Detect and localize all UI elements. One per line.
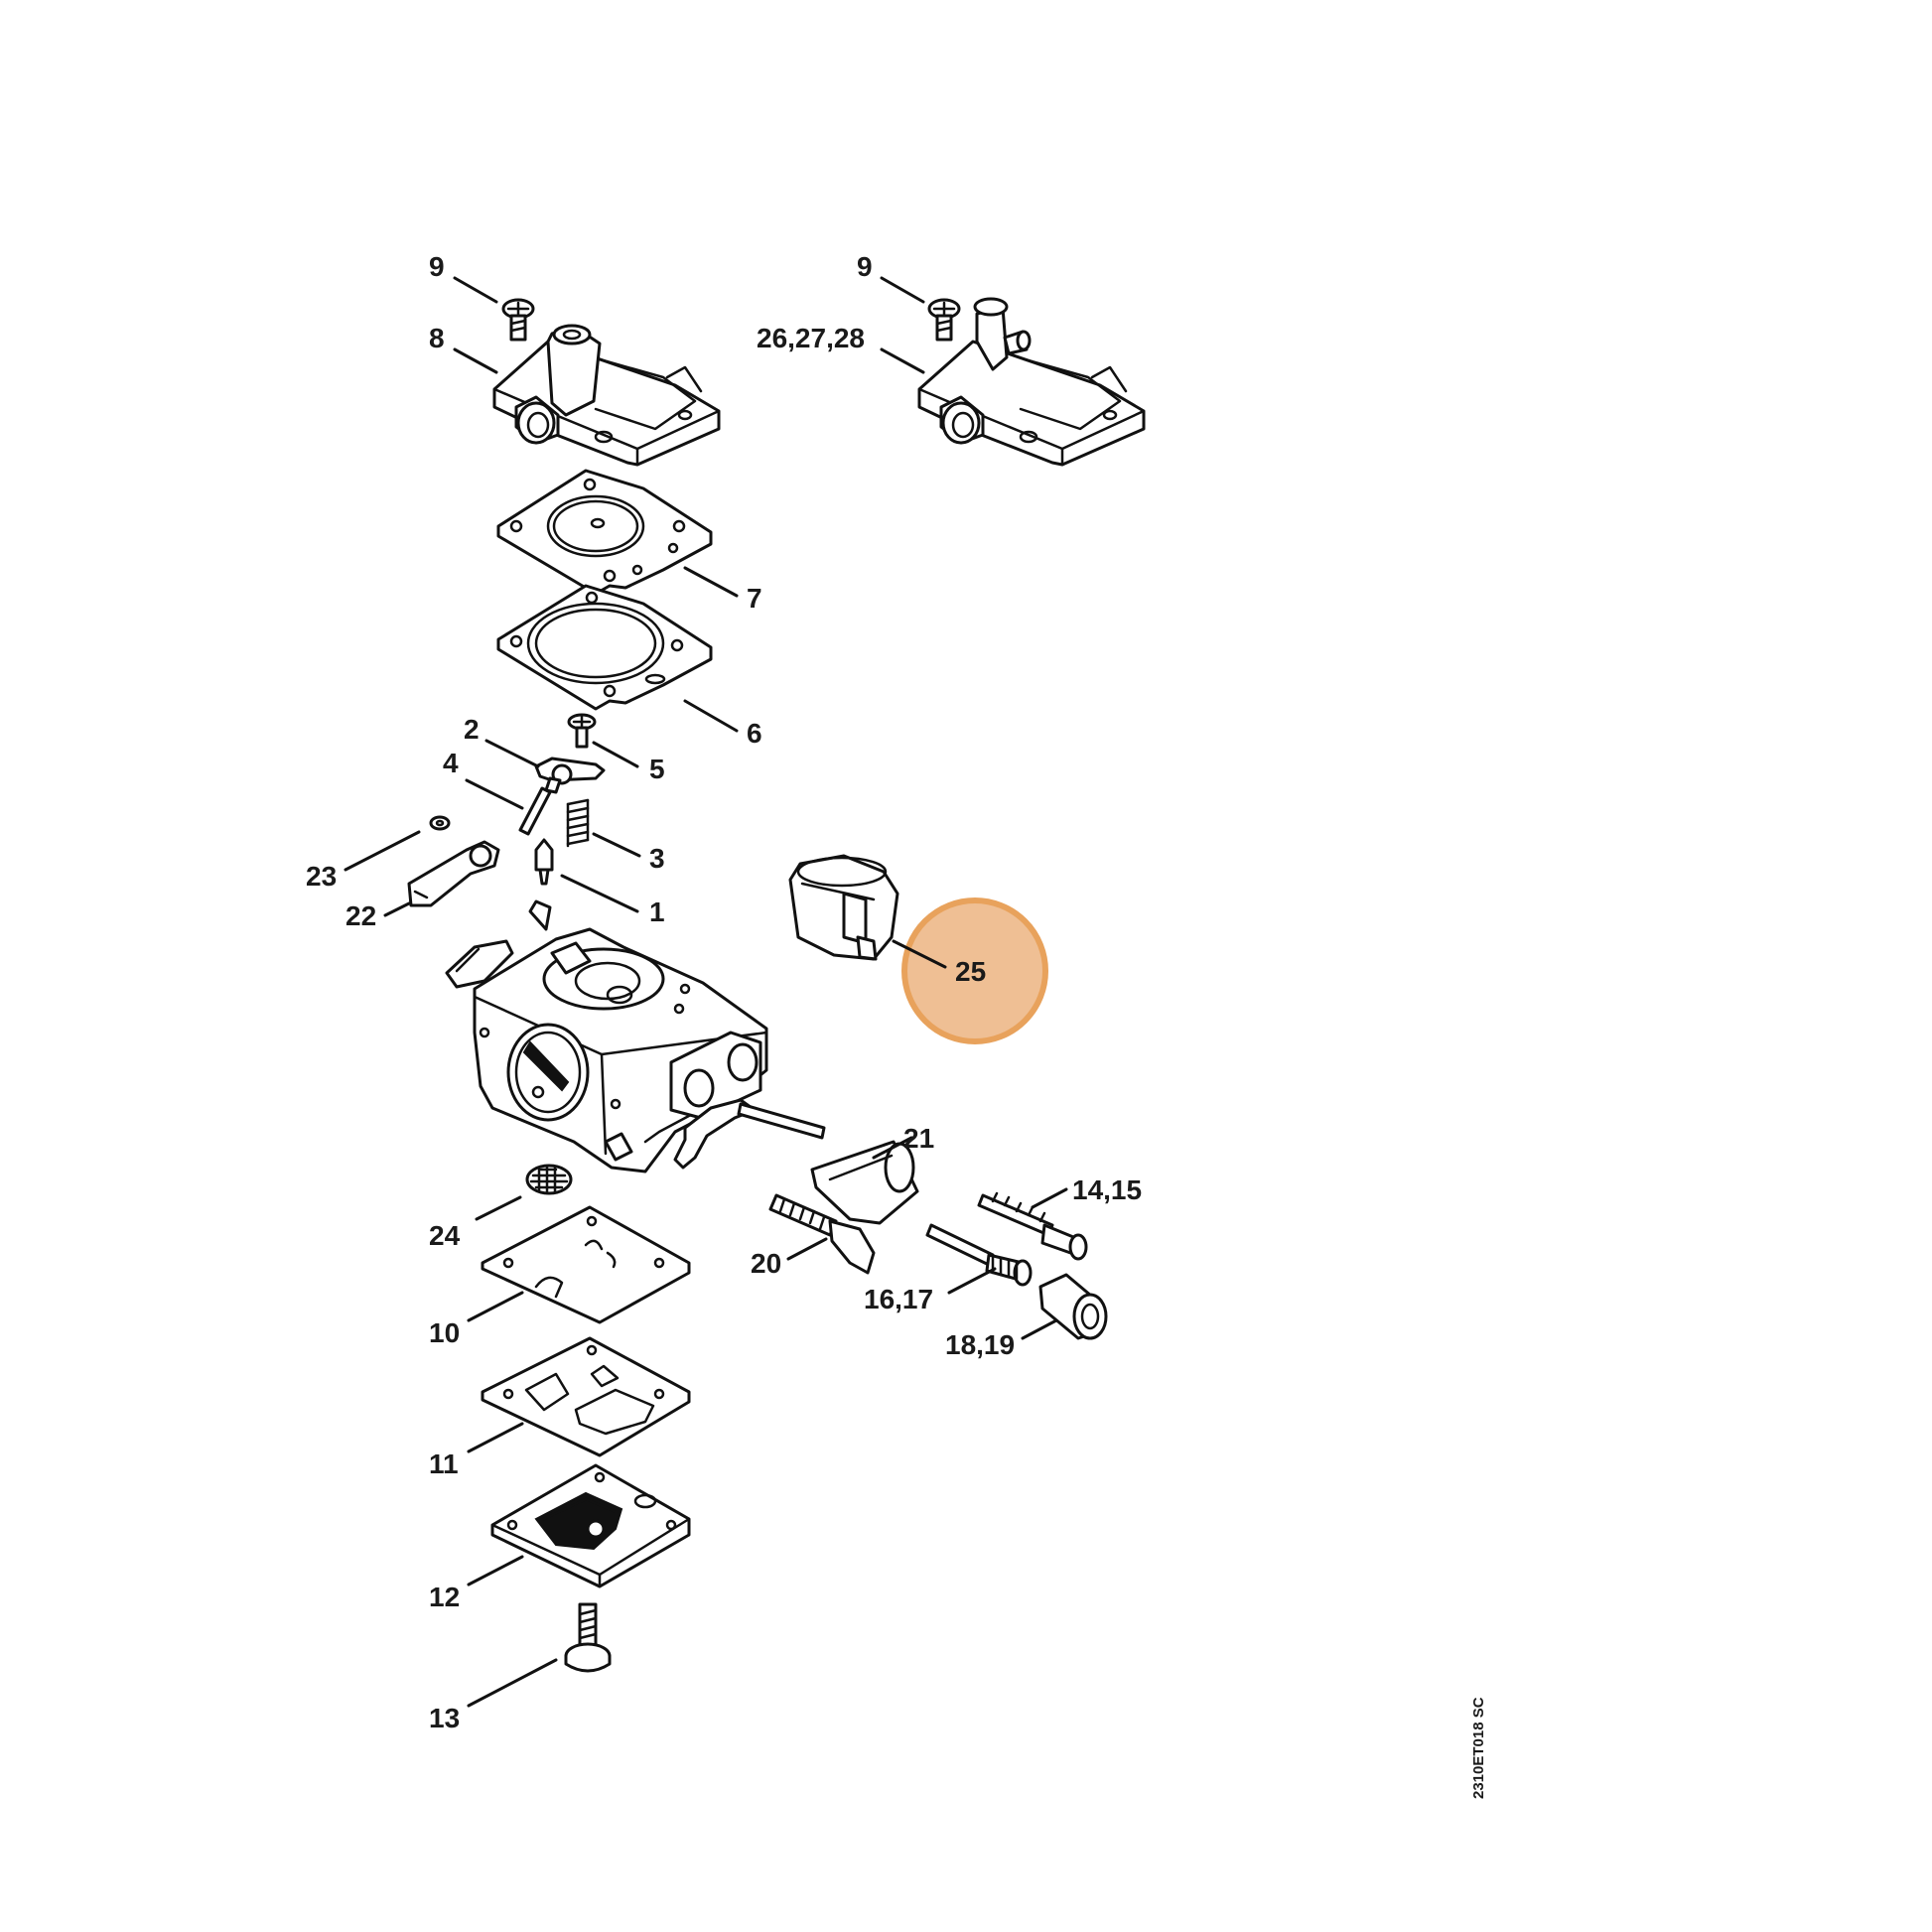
part-3-spring <box>566 798 590 848</box>
part-11-gasket <box>481 1336 691 1457</box>
part-18-19-sleeve <box>1038 1273 1108 1340</box>
part-9-screw-left <box>501 298 535 342</box>
part-26-27-28-cover <box>917 297 1146 467</box>
leader-lines <box>344 276 1068 1708</box>
callout-12[interactable]: 12 <box>429 1582 460 1612</box>
callout-9-left[interactable]: 9 <box>429 251 445 282</box>
carburetor-body <box>445 899 826 1173</box>
part-22-lever <box>407 840 500 907</box>
part-24-screen <box>525 1164 573 1195</box>
callout-11[interactable]: 11 <box>429 1449 459 1479</box>
part-1-needle <box>534 838 554 886</box>
part-2-lever <box>534 757 606 794</box>
callout-8[interactable]: 8 <box>429 323 445 353</box>
callout-labels: 9 8 9 26,27,28 7 6 2 5 4 3 23 1 22 25 21… <box>306 251 1142 1733</box>
callout-20[interactable]: 20 <box>751 1248 781 1279</box>
callout-10[interactable]: 10 <box>429 1317 460 1348</box>
part-13-screw <box>564 1602 612 1673</box>
callout-21[interactable]: 21 <box>903 1123 934 1154</box>
part-25-cap <box>788 854 899 961</box>
part-8-cover <box>492 324 721 467</box>
callout-2[interactable]: 2 <box>464 714 480 745</box>
part-21-sleeve <box>810 1140 919 1225</box>
callout-16-17[interactable]: 16,17 <box>864 1284 933 1314</box>
callout-23[interactable]: 23 <box>306 861 337 892</box>
highlight-circle <box>901 897 1048 1044</box>
callout-9-right[interactable]: 9 <box>857 251 873 282</box>
callout-14-15[interactable]: 14,15 <box>1072 1174 1142 1205</box>
callout-26-27-28[interactable]: 26,27,28 <box>757 323 865 353</box>
callout-6[interactable]: 6 <box>747 718 762 749</box>
part-20-screw <box>768 1193 876 1275</box>
part-14-15-screw <box>977 1191 1088 1261</box>
part-16-17-screw <box>925 1223 1033 1287</box>
callout-4[interactable]: 4 <box>443 748 459 778</box>
part-4-pin <box>518 786 552 836</box>
part-6-gasket <box>496 584 713 711</box>
callout-13[interactable]: 13 <box>429 1703 460 1733</box>
callout-25[interactable]: 25 <box>955 956 986 987</box>
callout-22[interactable]: 22 <box>345 900 376 931</box>
drawing-number: 2310ET018 SC <box>1470 1697 1487 1799</box>
callout-18-19[interactable]: 18,19 <box>945 1329 1015 1360</box>
part-12-plate <box>490 1463 691 1588</box>
callout-1[interactable]: 1 <box>649 897 665 927</box>
part-9-screw-right <box>927 298 961 342</box>
part-23-clip <box>429 815 451 831</box>
callout-24[interactable]: 24 <box>429 1220 461 1251</box>
callout-7[interactable]: 7 <box>747 583 762 614</box>
callout-3[interactable]: 3 <box>649 843 665 874</box>
callout-5[interactable]: 5 <box>649 754 665 784</box>
part-5-screw <box>567 713 597 749</box>
part-7-diaphragm <box>496 469 713 596</box>
part-10-gasket <box>481 1205 691 1324</box>
